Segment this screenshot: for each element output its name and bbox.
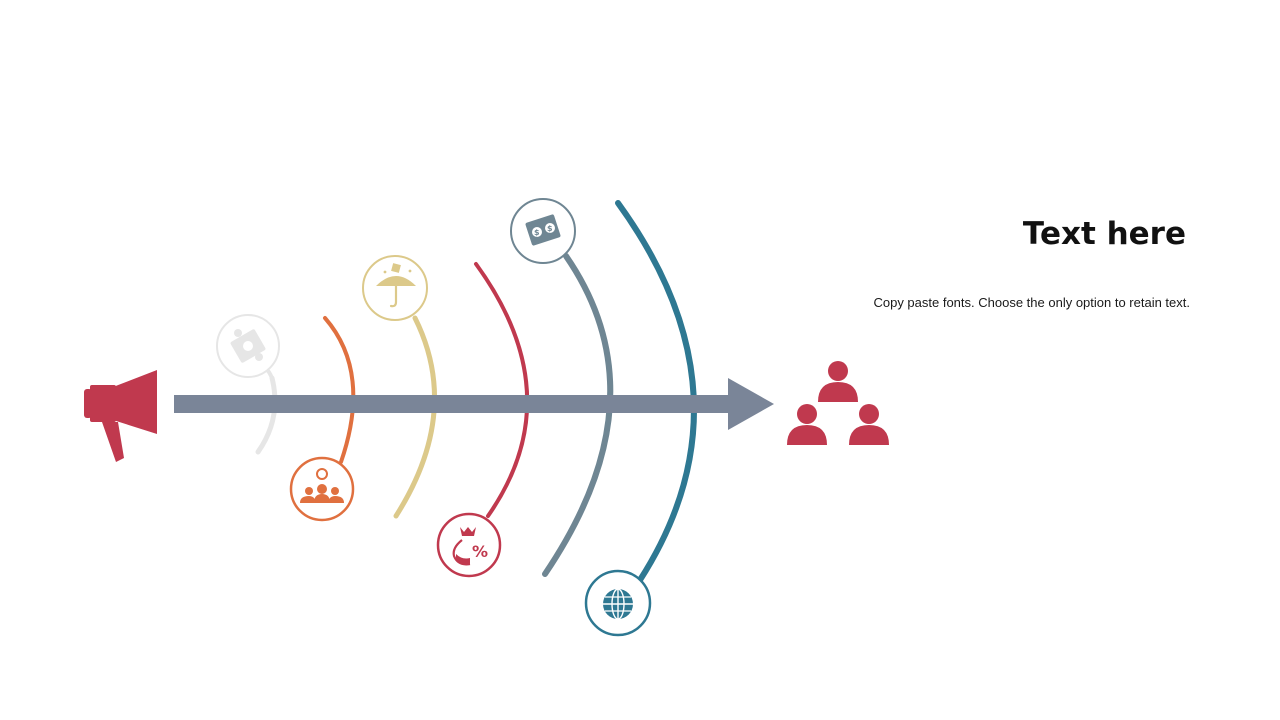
stage-6-node xyxy=(584,569,652,637)
svg-text:%: % xyxy=(472,542,488,561)
svg-text:$: $ xyxy=(547,224,553,233)
team-icon xyxy=(300,468,344,503)
main-arrow xyxy=(174,378,774,430)
stage-3-node xyxy=(362,255,428,321)
money-bill-icon xyxy=(230,329,266,363)
stage-4-arc xyxy=(474,262,530,518)
svg-text:$: $ xyxy=(534,228,540,237)
stage-5-arc xyxy=(542,253,614,577)
stage-2-arc xyxy=(323,316,356,464)
stage-4-node: % xyxy=(436,512,502,578)
stage-2-node xyxy=(289,456,355,522)
umbrella-icon xyxy=(376,263,416,308)
stage-6-arc xyxy=(615,200,697,583)
stage-3-arc xyxy=(393,315,438,519)
stage-1-node xyxy=(216,314,280,378)
megaphone-icon xyxy=(84,370,157,462)
slide-body-text: Copy paste fonts. Choose the only option… xyxy=(873,295,1190,310)
stage-5-node: $ $ xyxy=(510,198,576,264)
money-bag-percent-icon: % xyxy=(452,527,488,566)
globe-icon xyxy=(603,588,633,620)
slide-title: Text here xyxy=(1022,216,1186,252)
cash-dollar-icon: $ $ xyxy=(525,214,561,246)
people-group-icon xyxy=(787,361,889,445)
